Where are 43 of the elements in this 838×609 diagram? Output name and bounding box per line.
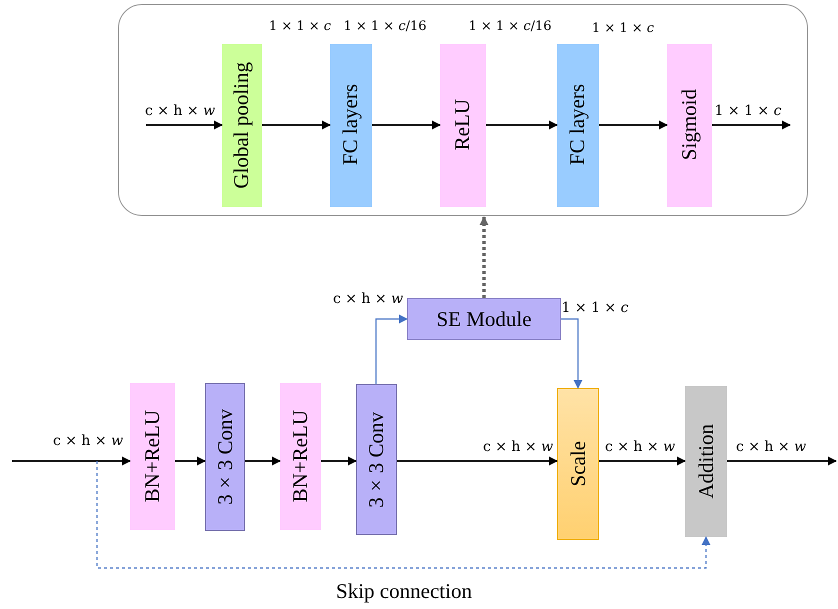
edge-label: c × h × w xyxy=(482,440,554,456)
edge-label: Skip connection xyxy=(336,580,472,604)
edge-label: c × h × w xyxy=(736,440,806,456)
arrow xyxy=(397,456,558,466)
edge-label: 1 × 1 × c xyxy=(562,301,628,316)
arrow xyxy=(175,456,206,466)
arrow xyxy=(561,318,582,389)
layer-block: 3×3 Conv xyxy=(205,383,245,531)
arrow xyxy=(146,120,223,130)
dimension-label: 1 × 1 × c/16 xyxy=(343,20,427,34)
dashed-arrow xyxy=(480,216,488,298)
arrow xyxy=(599,120,668,130)
arrow xyxy=(486,120,558,130)
layer-block: ReLU xyxy=(440,44,486,206)
layer-block: FC layers xyxy=(330,44,372,206)
arrow xyxy=(375,314,408,384)
edge-label: 1 × 1 × c xyxy=(714,104,782,120)
dashed-arrow xyxy=(96,461,710,569)
layer-block: Sigmoid xyxy=(666,44,712,206)
layer-block: Addition xyxy=(685,386,727,537)
arrow xyxy=(12,456,131,466)
arrow xyxy=(321,456,357,466)
edge-label: c × h × w xyxy=(604,440,676,456)
arrow xyxy=(262,120,331,130)
edge-label: c × h × w xyxy=(144,104,216,120)
dimension-label: 1 × 1 × c/16 xyxy=(468,20,552,34)
layer-block: SE Module xyxy=(407,298,561,340)
arrow xyxy=(599,456,686,466)
dimension-label: 1 × 1 × c xyxy=(268,20,332,34)
edge-label: c × h × w xyxy=(52,434,124,450)
arrow xyxy=(372,120,441,130)
layer-block: BN+ReLU xyxy=(280,383,321,530)
dimension-label: 1 × 1 × c xyxy=(592,22,654,36)
layer-block: Global pooling xyxy=(222,44,262,206)
arrow xyxy=(712,120,791,130)
layer-block: FC layers xyxy=(556,44,598,206)
arrow xyxy=(727,456,837,466)
layer-block: BN+ReLU xyxy=(130,383,175,530)
arrow xyxy=(245,456,281,466)
module-panel xyxy=(118,4,808,216)
layer-block: Scale xyxy=(557,388,599,540)
edge-label: c × h × w xyxy=(332,292,404,308)
layer-block: 3×3 Conv xyxy=(356,384,397,535)
